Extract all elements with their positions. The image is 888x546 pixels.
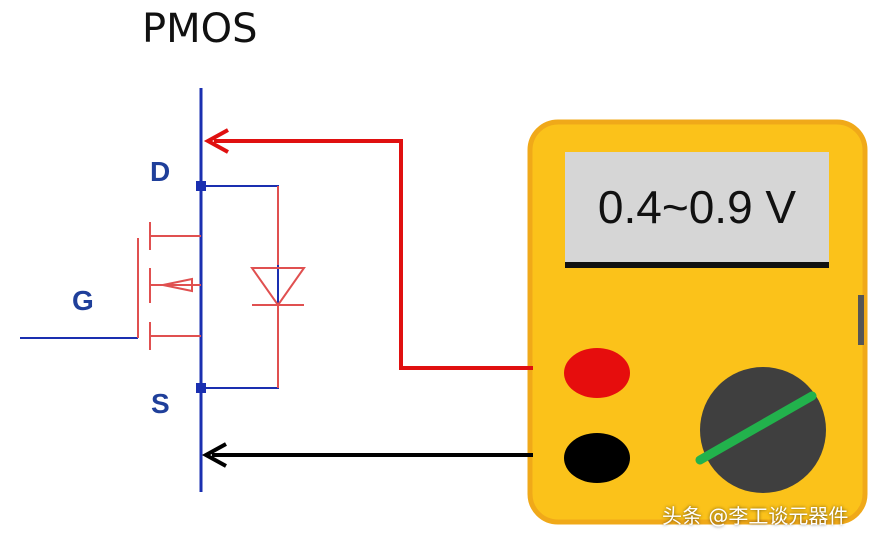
gate-label: G [72, 285, 94, 316]
drain-label: D [150, 156, 171, 187]
body-diode-symbol [250, 186, 306, 388]
dial-pointer [695, 391, 817, 465]
source-terminal [196, 383, 206, 393]
red-probe-socket[interactable] [564, 348, 630, 398]
watermark: 头条 @李工谈元器件 [662, 504, 849, 528]
red-probe-arrowhead [203, 128, 229, 154]
source-label: S [151, 388, 170, 419]
multimeter-display: 0.4~0.9 V [565, 152, 829, 268]
multimeter-dial[interactable] [700, 367, 826, 493]
multimeter-reading: 0.4~0.9 V [597, 181, 797, 233]
drain-terminal [196, 181, 206, 191]
black-probe-arrowhead [201, 442, 227, 468]
red-probe-lead [214, 139, 533, 370]
diagram-title: PMOS [142, 6, 258, 52]
diode-branch-wire [201, 185, 279, 389]
multimeter-side-notch [858, 295, 864, 345]
pmos-symbol [137, 222, 201, 350]
black-probe-socket[interactable] [564, 433, 630, 483]
